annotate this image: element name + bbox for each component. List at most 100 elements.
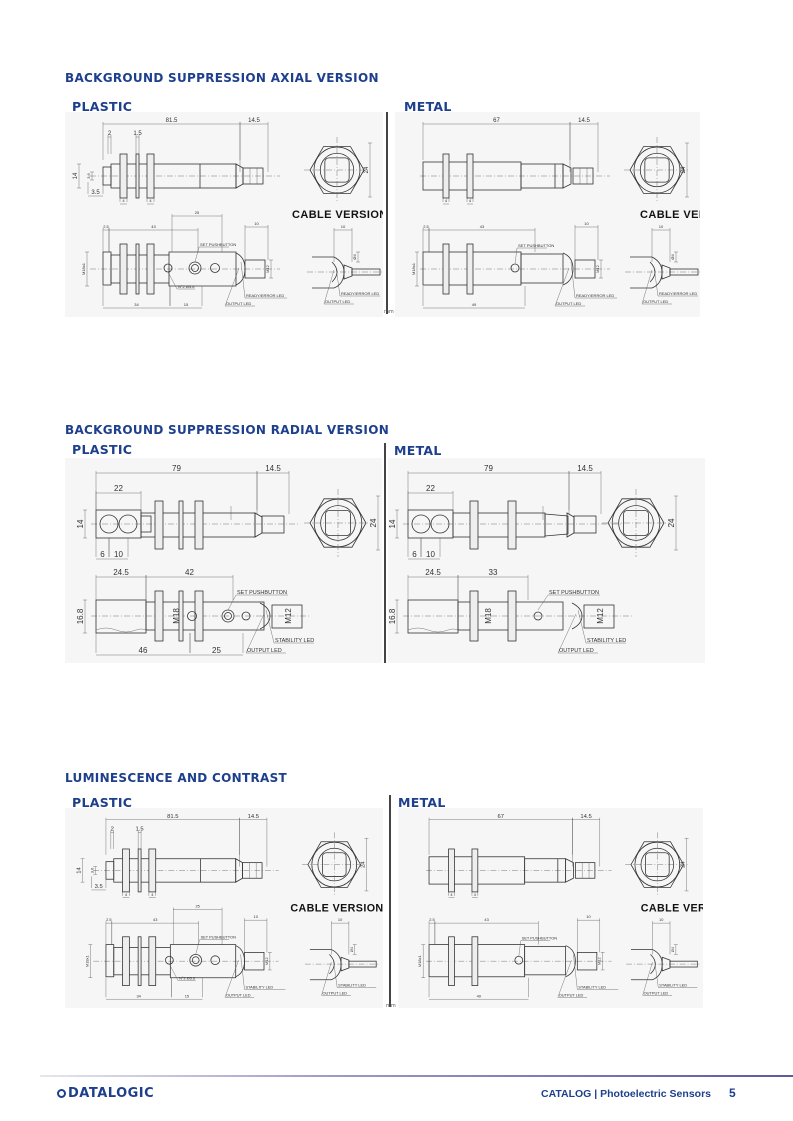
dimension-label: 10 [338, 917, 343, 922]
dimension-label: READY/ERROR LED [659, 291, 697, 296]
dimension-label: M12 [597, 957, 602, 965]
dimension-label: 33 [489, 568, 498, 577]
dimension-label: STABILITY LED [587, 638, 626, 644]
outline [146, 153, 155, 199]
page-number: 5 [729, 1086, 736, 1100]
dimension-label: 4 [445, 198, 448, 203]
outline [113, 947, 171, 976]
outline [507, 590, 517, 642]
dimension-label: 3.5 [95, 884, 103, 890]
outline [242, 862, 263, 879]
dimension-label: 43 [480, 224, 485, 229]
outline [469, 590, 479, 642]
dimension-label: 2 [111, 826, 114, 832]
dimension-label: 24 [681, 861, 687, 868]
dimension-label: READY/ERROR LED [341, 291, 379, 296]
dimension-label: 24.5 [425, 568, 441, 577]
dimension-label: 14 [388, 519, 397, 528]
outline [148, 936, 157, 986]
dimension-label: 34 [136, 993, 141, 998]
unit-label: mm [386, 1003, 396, 1009]
dimension-line [333, 959, 338, 988]
dimension-label: 10 [114, 550, 123, 559]
dimension-line [169, 964, 179, 981]
hole-outline [188, 261, 202, 275]
outline [669, 960, 698, 968]
hole-outline [191, 264, 199, 272]
hole-outline [241, 611, 251, 621]
metal-label: METAL [398, 795, 446, 810]
outline [448, 936, 455, 986]
outline [154, 590, 164, 642]
outline [242, 167, 264, 185]
outline [140, 515, 152, 533]
dimension-label: 4 [469, 198, 472, 203]
outline [178, 500, 184, 550]
hole-outline [533, 611, 543, 621]
outline [583, 604, 615, 629]
dimension-label: 4 [122, 198, 125, 203]
metal-label: METAL [404, 99, 452, 114]
dimension-line [323, 269, 335, 305]
dimension-line [321, 962, 332, 996]
outline [669, 268, 699, 276]
dimension-line [240, 954, 245, 990]
dimension-label: CABLE VERSION [640, 209, 700, 221]
dimension-label: 3.6 [86, 172, 91, 178]
dimension-label: STABILITY LED [338, 983, 366, 988]
dimension-line [641, 269, 653, 305]
dimension-line [514, 247, 518, 265]
hole-outline [189, 953, 202, 967]
dimension-label: OUTPUT LED [226, 301, 251, 306]
dimension-label: 14.5 [577, 464, 593, 473]
dimension-label: M18x1 [411, 262, 416, 275]
dimension-label: 14.5 [578, 118, 590, 124]
dimension-label: 14 [76, 519, 85, 528]
dimension-label: 16.8 [388, 608, 397, 624]
connector-taper [254, 512, 263, 538]
dimension-line [642, 962, 653, 996]
dimension-label: 1.5 [133, 131, 142, 137]
dimension-label: 2.5 [103, 224, 109, 229]
dimension-label: 2.5 [106, 917, 111, 922]
dimension-label: M12 [596, 608, 605, 624]
dimension-line [557, 613, 577, 654]
dimension-label: N°2 Ø3.6 [179, 976, 195, 981]
dimension-label: M12 [264, 957, 269, 965]
hole-outline [165, 955, 174, 965]
dimension-label: 25 [212, 646, 221, 655]
outline [135, 153, 140, 199]
cable-housing [630, 949, 663, 981]
dimension-label: M18x1 [84, 955, 89, 967]
outline [471, 848, 479, 893]
body-taper [544, 513, 569, 537]
dimension-label: 15 [185, 993, 189, 998]
outline [148, 848, 157, 893]
outline [348, 960, 377, 968]
outline [145, 601, 265, 631]
cable-gland [343, 264, 353, 280]
outline [102, 251, 112, 286]
dimension-label: 14.5 [580, 814, 591, 820]
hole-outline [514, 955, 524, 965]
outline [194, 500, 204, 550]
outline [442, 243, 450, 295]
outline [466, 243, 474, 295]
dimension-label: M18 [484, 608, 493, 624]
led-window [649, 261, 656, 283]
outline [573, 515, 597, 534]
dimension-line [167, 271, 178, 290]
dimension-label: 43 [484, 917, 488, 922]
dimension-line [577, 609, 587, 644]
dimension-label: 10 [426, 550, 435, 559]
outline [576, 952, 598, 971]
dimension-label: OUTPUT LED [643, 299, 668, 304]
dimension-label: 81.5 [166, 118, 178, 124]
outline [122, 936, 130, 986]
dimension-label: 10 [254, 914, 259, 919]
